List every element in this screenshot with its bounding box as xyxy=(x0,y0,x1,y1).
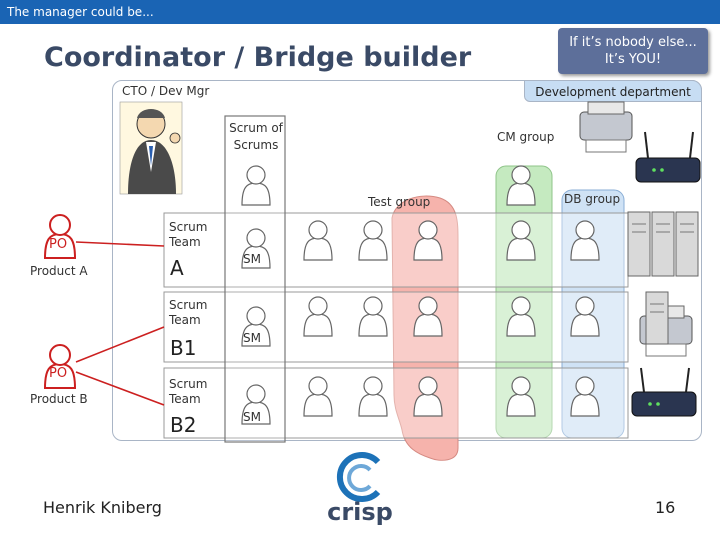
team-a-line-1: Scrum xyxy=(169,220,208,234)
team-b1-line-2: Team xyxy=(169,313,201,327)
team-b1-letter: B1 xyxy=(170,336,197,360)
server-rack-icon xyxy=(627,211,699,277)
development-department-label: Development department xyxy=(524,80,702,102)
po-label-b: PO xyxy=(49,366,68,381)
callout-line-1: If it’s nobody else... xyxy=(569,35,697,50)
team-b1-line-1: Scrum xyxy=(169,298,208,312)
cto-label: CTO / Dev Mgr xyxy=(122,84,210,98)
team-b2-box xyxy=(163,367,629,439)
scrum-of-scrums-label: Scrum of Scrums xyxy=(228,120,284,154)
crisp-logo-icon: crisp xyxy=(327,452,393,526)
page-number: 16 xyxy=(655,498,676,517)
po-label-a: PO xyxy=(49,237,68,252)
team-b1-name: Scrum Team xyxy=(169,298,207,328)
printer-icon xyxy=(579,101,633,153)
team-b2-line-1: Scrum xyxy=(169,377,208,391)
team-b2-letter: B2 xyxy=(170,413,197,437)
scrum-of-scrums-line-2: Scrums xyxy=(233,138,279,152)
slide-title: Coordinator / Bridge builder xyxy=(44,42,472,73)
callout-line-2: It’s YOU! xyxy=(604,52,662,67)
team-a-box xyxy=(163,212,629,288)
router-icon xyxy=(635,131,701,183)
sm-label-b2: SM xyxy=(243,410,261,424)
callout-box: If it’s nobody else... It’s YOU! xyxy=(558,28,708,74)
team-a-letter: A xyxy=(170,256,184,280)
cto-cartoon-icon xyxy=(119,101,183,195)
test-group-label: Test group xyxy=(368,195,431,209)
header-text: The manager could be... xyxy=(7,5,154,19)
team-b2-line-2: Team xyxy=(169,392,201,406)
server-tower-icon xyxy=(645,291,669,345)
team-b2-name: Scrum Team xyxy=(169,377,207,407)
sm-label-a: SM xyxy=(243,252,261,266)
product-a-label: Product A xyxy=(30,264,88,278)
cm-group-label: CM group xyxy=(497,130,555,144)
author-name: Henrik Kniberg xyxy=(43,498,162,517)
team-a-name: Scrum Team xyxy=(169,220,207,250)
team-a-line-2: Team xyxy=(169,235,201,249)
scrum-of-scrums-line-1: Scrum of xyxy=(229,121,283,135)
sm-label-b1: SM xyxy=(243,331,261,345)
header-bar: The manager could be... xyxy=(0,0,720,24)
crisp-logo-text: crisp xyxy=(327,498,393,526)
router-icon xyxy=(631,367,697,417)
db-group-label: DB group xyxy=(564,192,621,206)
product-b-label: Product B xyxy=(30,392,88,406)
